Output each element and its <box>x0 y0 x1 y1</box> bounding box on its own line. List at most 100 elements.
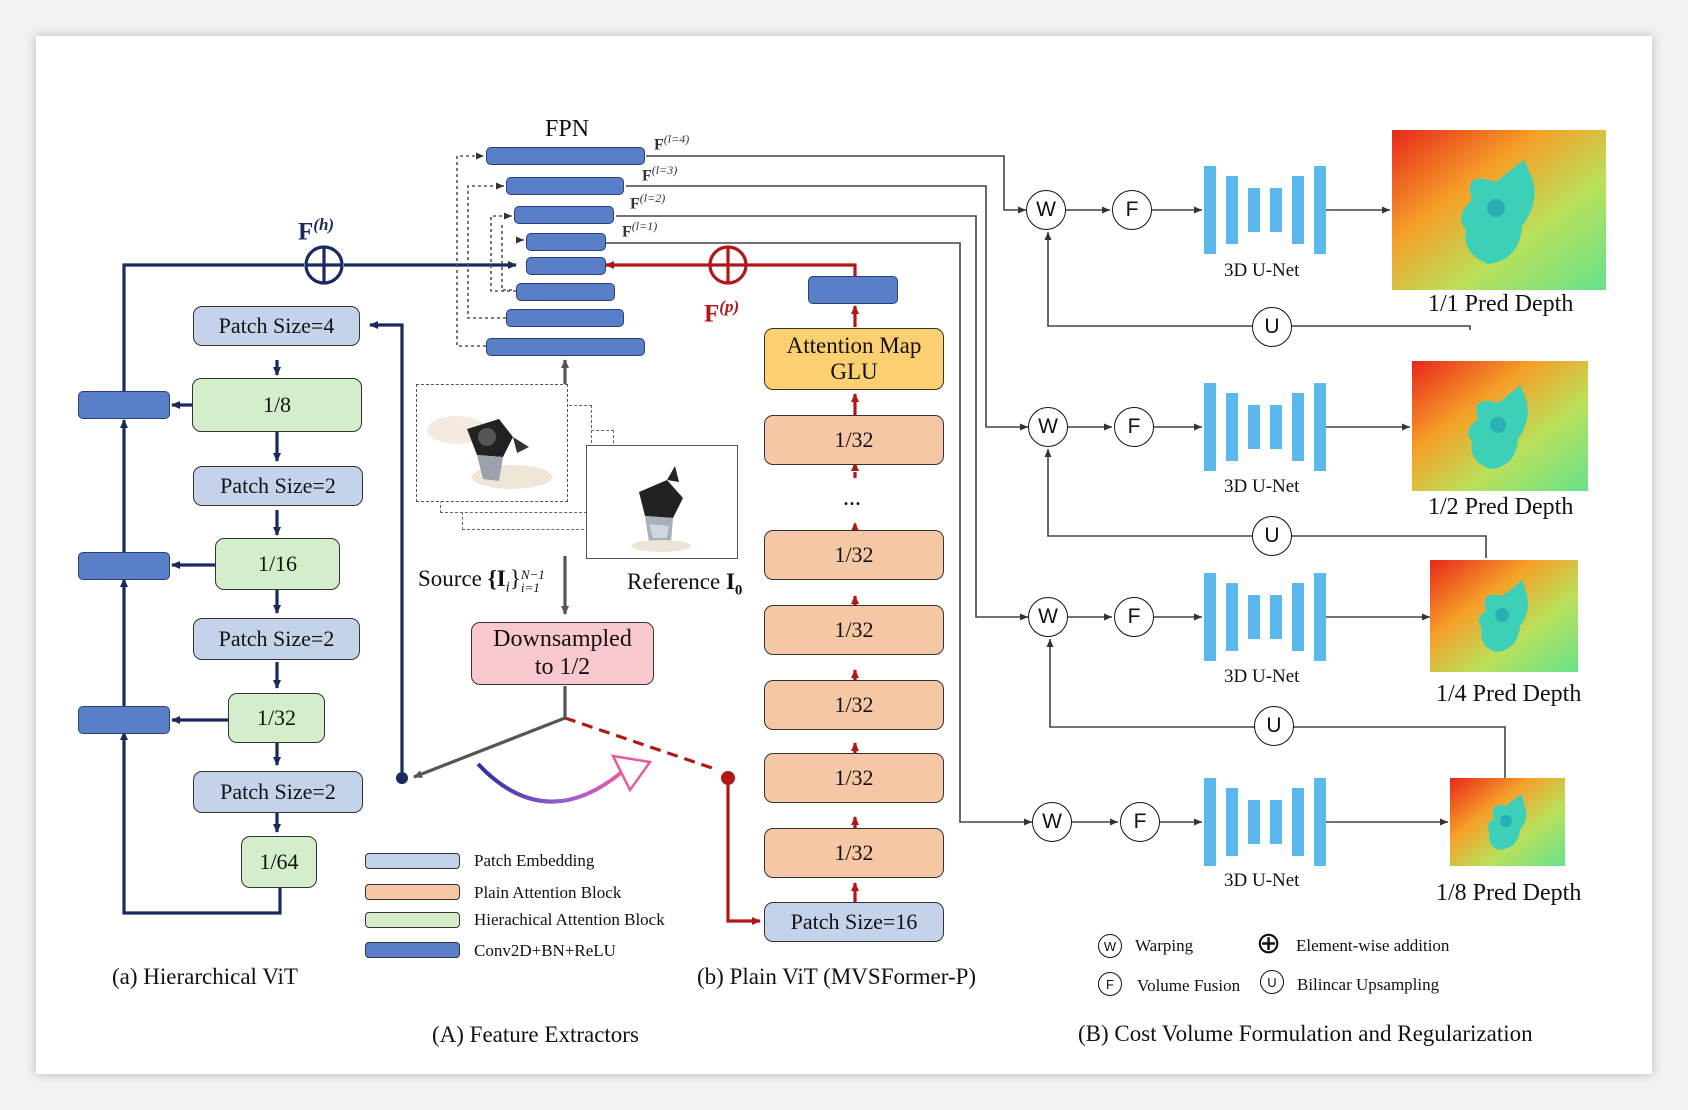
glu-block: Attention Map GLU <box>764 328 944 390</box>
reference-image <box>586 445 738 559</box>
plain-caption: (b) Plain ViT (MVSFormer-P) <box>697 964 977 989</box>
legend-text-plain: Plain Attention Block <box>474 883 622 902</box>
fp-base: F <box>704 300 720 328</box>
reference-label-text: Reference <box>627 569 721 594</box>
fpn-bar-4 <box>526 233 606 251</box>
plain-block-2: 1/32 <box>764 530 944 580</box>
legend-swatch-patch <box>365 853 460 869</box>
depth-label-2: 1/2 Pred Depth <box>1428 494 1574 520</box>
fpn-level-3-sup: (l=3) <box>651 163 678 177</box>
hier-block-1-32: 1/32 <box>228 693 325 743</box>
depth-label-3: 1/4 Pred Depth <box>1436 681 1582 707</box>
source-sup: N−1 <box>520 566 545 582</box>
upsample-node-1: U <box>1252 307 1292 347</box>
unet-label-4: 3D U-Net <box>1224 870 1300 891</box>
warp-node-2: W <box>1028 407 1068 447</box>
hier-conv-2 <box>78 552 170 580</box>
fpn-bar-8 <box>486 338 645 356</box>
reference-label: Reference I0 <box>627 569 742 600</box>
hier-wires <box>120 261 517 915</box>
fusion-node-2: F <box>1114 407 1154 447</box>
downsample-line1: Downsampled <box>493 625 632 652</box>
legend-warp-symbol: W <box>1098 934 1122 958</box>
plain-block-4: 1/32 <box>764 680 944 730</box>
reference-object-image <box>631 466 691 552</box>
legend-text-conv: Conv2D+BN+ReLU <box>474 941 616 960</box>
source-label-text: Source <box>418 566 482 591</box>
hier-block-1-16: 1/16 <box>215 538 340 590</box>
glu-line1: Attention Map <box>786 332 922 358</box>
glu-line2: GLU <box>830 359 878 384</box>
reference-symbol: I <box>725 569 735 594</box>
fpn-to-warp <box>606 155 1032 826</box>
legend-fusion-symbol: F <box>1098 972 1122 996</box>
depth-map-2 <box>1412 361 1588 491</box>
fpn-level-4-base: F <box>654 136 664 154</box>
plain-conv <box>808 276 898 304</box>
hier-patch-embed-2a: Patch Size=2 <box>193 466 363 506</box>
unet-label-3: 3D U-Net <box>1224 666 1300 687</box>
hier-patch-embed-4: Patch Size=4 <box>193 306 360 346</box>
fpn-level-2-base: F <box>630 195 640 213</box>
depth-map-3 <box>1430 560 1578 672</box>
fp-sup: (p) <box>719 297 740 316</box>
fpn-level-2: F(l=2) <box>630 191 665 213</box>
source-set-open: {I <box>487 566 506 591</box>
fpn-bar-6 <box>516 283 615 301</box>
fpn-level-4-sup: (l=4) <box>663 132 690 146</box>
fpn-bar-2 <box>506 177 624 195</box>
hier-block-1-64: 1/64 <box>241 836 317 888</box>
legend-text-patch: Patch Embedding <box>474 851 595 870</box>
hier-conv-1 <box>78 391 170 419</box>
source-object-image <box>427 416 552 489</box>
warp-node-4: W <box>1032 802 1072 842</box>
depth-map-4 <box>1450 778 1565 866</box>
section-b-title: (B) Cost Volume Formulation and Regulari… <box>1078 1021 1533 1046</box>
fpn-bar-3 <box>514 206 614 224</box>
source-sub-range: i=1 <box>520 579 540 595</box>
plain-block-6: 1/32 <box>764 828 944 878</box>
legend-add-symbol: ⊕ <box>1256 926 1282 961</box>
fh-base: F <box>298 218 314 246</box>
unet-label-1: 3D U-Net <box>1224 260 1300 281</box>
fpn-level-4: F(l=4) <box>654 132 689 154</box>
fh-label: F(h) <box>298 215 334 246</box>
legend-text-hier: Hierachical Attention Block <box>474 910 665 929</box>
fpn-bar-7 <box>506 309 624 327</box>
fusion-node-4: F <box>1120 802 1160 842</box>
unet-icon-1 <box>1204 166 1326 254</box>
unet-icon-4 <box>1204 778 1326 866</box>
hier-patch-embed-2b: Patch Size=2 <box>193 618 360 660</box>
plain-ellipsis: ... <box>843 485 861 511</box>
legend-upsample-text: Bilincar Upsampling <box>1297 975 1440 994</box>
plain-block-1: 1/32 <box>764 415 944 465</box>
fpn-level-1-sup: (l=1) <box>631 219 658 233</box>
fpn-title: FPN <box>545 116 590 142</box>
hier-patch-embed-2c: Patch Size=2 <box>193 771 363 813</box>
fpn-level-3-base: F <box>642 167 652 185</box>
legend-fusion-text: Volume Fusion <box>1137 976 1241 995</box>
depth-map-1 <box>1392 130 1606 290</box>
source-image <box>416 384 568 502</box>
fpn-bar-1 <box>486 147 645 165</box>
fpn-level-2-sup: (l=2) <box>639 191 666 205</box>
legend-add-text: Element-wise addition <box>1296 936 1450 955</box>
fh-sup: (h) <box>313 215 335 234</box>
reference-sub: 0 <box>734 582 743 599</box>
source-sub-i: i <box>505 579 510 596</box>
plain-block-5: 1/32 <box>764 753 944 803</box>
hier-conv-3 <box>78 706 170 734</box>
downsample-line2: to 1/2 <box>534 653 591 680</box>
fpn-level-1-base: F <box>622 223 632 241</box>
legend-upsample-symbol: U <box>1260 970 1284 994</box>
fpn-level-1: F(l=1) <box>622 219 657 241</box>
depth-label-4: 1/8 Pred Depth <box>1436 880 1582 906</box>
hier-caption: (a) Hierarchical ViT <box>112 964 298 989</box>
unet-icon-3 <box>1204 573 1326 661</box>
unet-icon-2 <box>1204 383 1326 471</box>
fpn-level-3: F(l=3) <box>642 163 677 185</box>
legend-swatch-plain <box>365 884 460 900</box>
